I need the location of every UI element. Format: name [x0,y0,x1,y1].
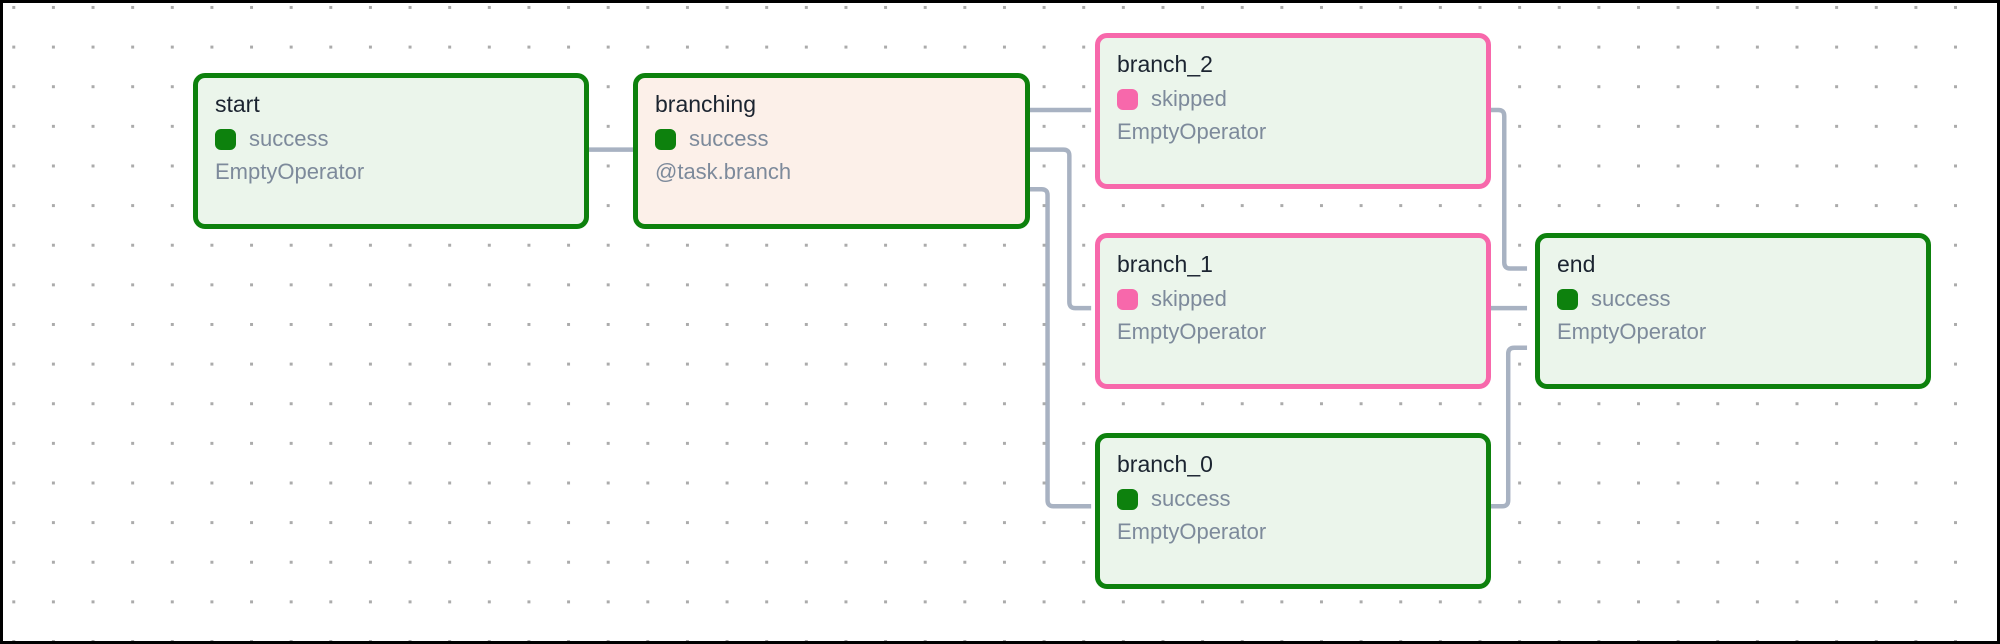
edge-branching-to-branch_1 [1026,147,1092,311]
task-node-start[interactable]: start success EmptyOperator [193,73,589,229]
edge-branch_0-to-end [1483,345,1528,509]
task-state-label: skipped [1151,286,1227,311]
task-state-label: success [1591,286,1671,311]
task-operator-label: EmptyOperator [1117,319,1267,344]
task-name: branch_0 [1117,451,1213,477]
task-name: start [215,91,260,117]
task-operator-label: EmptyOperator [1557,319,1707,344]
edge-branch_2-to-end [1483,107,1528,271]
status-square-icon [215,128,236,150]
task-status-row: success [1117,484,1469,514]
status-square-icon [655,128,676,150]
task-name: branch_1 [1117,251,1213,277]
task-operator-label: EmptyOperator [1117,519,1267,544]
task-status-row: success [1557,284,1909,314]
task-state-label: skipped [1151,86,1227,111]
task-name: branching [655,91,757,117]
status-square-icon [1117,88,1138,110]
task-node-branch-0[interactable]: branch_0 success EmptyOperator [1095,433,1491,589]
task-state-label: success [249,126,329,151]
task-operator-label: EmptyOperator [215,159,365,184]
task-node-end[interactable]: end success EmptyOperator [1535,233,1931,389]
edge-branching-to-branch_0 [1026,187,1092,509]
task-status-row: skipped [1117,84,1469,114]
status-square-icon [1117,288,1138,310]
task-state-label: success [1151,486,1231,511]
task-node-branching[interactable]: branching success @task.branch [633,73,1030,229]
task-name: end [1557,251,1596,277]
task-status-row: skipped [1117,284,1469,314]
task-state-label: success [689,126,769,151]
status-square-icon [1117,488,1138,510]
task-status-row: success [215,124,567,154]
task-name: branch_2 [1117,51,1213,77]
task-node-branch-1[interactable]: branch_1 skipped EmptyOperator [1095,233,1491,389]
task-operator-label: EmptyOperator [1117,119,1267,144]
task-status-row: success [655,124,1008,154]
status-square-icon [1557,288,1578,310]
task-operator-label: @task.branch [655,159,792,184]
task-node-branch-2[interactable]: branch_2 skipped EmptyOperator [1095,33,1491,189]
